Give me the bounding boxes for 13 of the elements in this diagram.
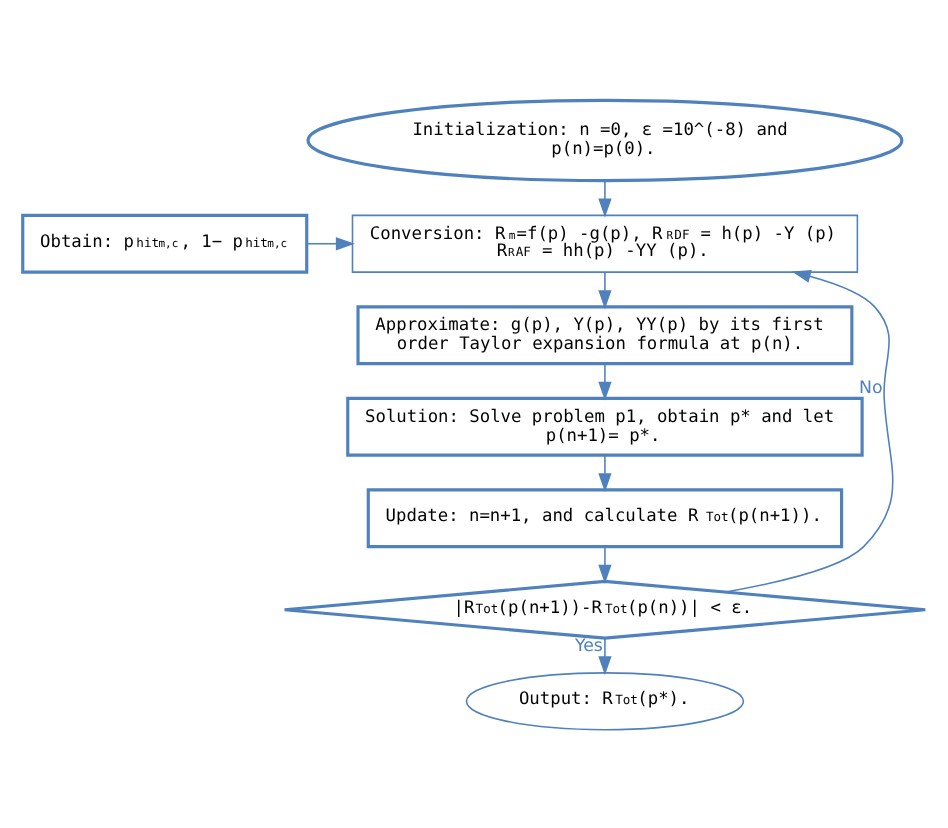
arrow <box>598 545 612 583</box>
edge-label: Yes <box>574 635 603 656</box>
node-ellipse: Initialization: n =0, ε =10^(-8) and p(n)=p(0). <box>306 97 904 182</box>
arrow <box>598 362 612 400</box>
arrow <box>598 453 612 492</box>
arrow <box>598 179 612 217</box>
arrow <box>598 270 612 309</box>
node-box: Solution: Solve problem p1, obtain p* and let p(n+1)= p*. <box>346 395 864 456</box>
arrow <box>598 636 612 675</box>
node-box: Approximate: g(p), Y(p), YY(p) by its first order Taylor expansion formula at p(n). <box>356 304 854 365</box>
arrow <box>306 236 355 250</box>
edge-label: No <box>858 378 883 399</box>
arrow <box>724 268 894 592</box>
